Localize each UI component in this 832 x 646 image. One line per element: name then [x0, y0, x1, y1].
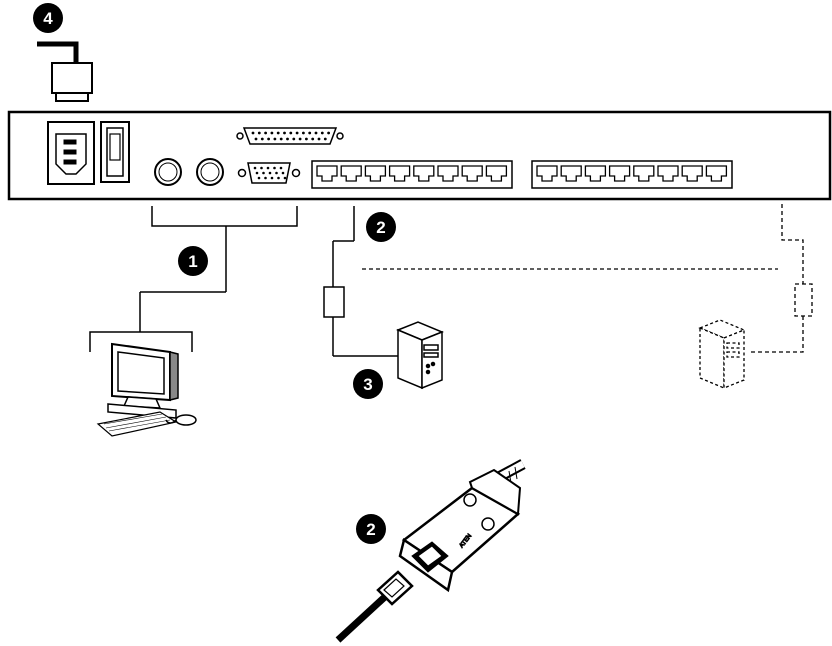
- rj45-port-icon: [657, 165, 679, 182]
- rj45-port-icon: [461, 165, 483, 182]
- db25-port-icon: [236, 127, 344, 145]
- server-tower-icon: [396, 321, 444, 390]
- kvm-switch-rear-panel: [7, 110, 832, 201]
- rj45-port-icon: [705, 165, 728, 182]
- ps2-mouse-port-icon: [196, 158, 224, 186]
- db25-pin: [323, 137, 327, 141]
- db25-pin: [279, 137, 283, 141]
- db25-pin: [314, 131, 318, 135]
- rj45-port-icon: [413, 165, 435, 182]
- db25-pin: [270, 131, 274, 135]
- callout-badge-3: 3: [353, 369, 383, 399]
- kvm-adapter-closeup-icon: ATEN: [398, 459, 526, 593]
- callout-1-label: 1: [188, 252, 197, 271]
- callout-3-label: 3: [363, 375, 372, 394]
- rj45-frame: [311, 160, 513, 189]
- db25-pin: [267, 137, 270, 141]
- rj45-port-icon: [560, 165, 582, 182]
- power-socket-icon: [47, 121, 95, 185]
- rj45-port-icon: [437, 165, 459, 182]
- callout-badge-4: 4: [33, 3, 63, 33]
- vga-pin: [277, 176, 280, 180]
- vga-pin: [281, 171, 285, 175]
- callout-2-bottom-label: 2: [366, 520, 375, 539]
- power-cord-icon: [37, 41, 93, 102]
- vga-pin: [268, 171, 272, 175]
- vga-pin: [266, 166, 270, 170]
- rj45-port-icon: [584, 165, 607, 182]
- rj45-port-icon: [485, 165, 508, 182]
- callout-badge-1: 1: [178, 246, 208, 276]
- vga-port-icon: [237, 162, 301, 184]
- rj45-plug-icon: [335, 570, 414, 643]
- db25-pin: [317, 137, 321, 141]
- db25-pin: [254, 137, 258, 141]
- rj45-port-icon: [316, 165, 338, 182]
- optional-server-icon: [698, 319, 746, 389]
- additional-servers-dashed-line: [362, 204, 813, 353]
- db25-pin: [273, 137, 277, 141]
- db25-pin: [292, 137, 296, 141]
- db25-pin: [327, 131, 330, 135]
- console-computer-icon: [96, 342, 197, 437]
- callout-badge-2-top: 2: [366, 212, 396, 242]
- vga-pin: [270, 176, 274, 180]
- db25-pin: [302, 131, 305, 135]
- rj45-port-group-2: [531, 160, 733, 189]
- power-switch-icon: [100, 121, 130, 183]
- vga-pin: [257, 176, 261, 180]
- vga-pin: [253, 166, 257, 170]
- vga-pin: [273, 166, 276, 170]
- db25-pin: [295, 131, 299, 135]
- rj45-port-icon: [364, 165, 387, 182]
- db25-pin: [298, 137, 302, 141]
- rj45-port-icon: [633, 165, 655, 182]
- vga-pin: [283, 176, 287, 180]
- db25-pin: [257, 131, 261, 135]
- db25-pin: [276, 131, 280, 135]
- db25-pin: [311, 137, 315, 141]
- rj45-frame: [531, 160, 733, 189]
- console-cable: [89, 206, 298, 352]
- db25-pin: [251, 131, 255, 135]
- vga-pin: [275, 171, 278, 175]
- db25-pin: [289, 131, 293, 135]
- callout-4-label: 4: [43, 9, 53, 28]
- rj45-port-icon: [608, 165, 631, 182]
- callout-2-top-label: 2: [376, 218, 385, 237]
- vga-pin: [264, 176, 267, 180]
- server-cable: [323, 206, 398, 357]
- rj45-port-icon: [388, 165, 411, 182]
- db25-pin: [264, 131, 267, 135]
- vga-pin: [279, 166, 283, 170]
- db25-pin: [308, 131, 312, 135]
- db25-pin: [320, 131, 324, 135]
- vga-pin: [255, 171, 259, 175]
- ps2-keyboard-port-icon: [154, 158, 182, 186]
- rj45-port-icon: [536, 165, 558, 182]
- rj45-port-icon: [340, 165, 362, 182]
- vga-pin: [262, 171, 265, 175]
- db25-pin: [260, 137, 264, 141]
- db25-pin: [286, 137, 289, 141]
- vga-pin: [260, 166, 263, 170]
- rj45-port-icon: [681, 165, 703, 182]
- rj45-port-group-1: [311, 160, 513, 189]
- db25-pin: [305, 137, 308, 141]
- callout-badge-2-bottom: 2: [356, 514, 386, 544]
- db25-pin: [283, 131, 286, 135]
